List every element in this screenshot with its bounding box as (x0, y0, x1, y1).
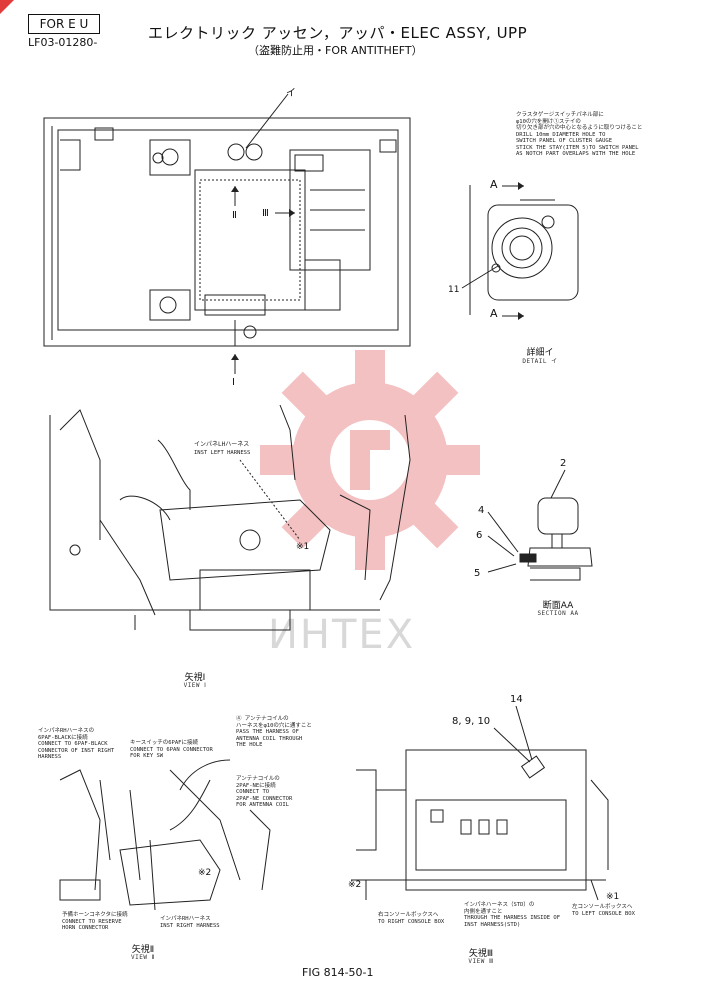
view-iii-ref-left: ※2 (348, 880, 362, 890)
view-iii-drawing (346, 740, 616, 910)
part-code: LF03-01280- (28, 36, 98, 49)
section-aa-item-4: 4 (478, 505, 485, 516)
section-aa-leaders (484, 508, 524, 578)
view-ii-note-coil: アンテナコイルの 2PAF-NEに接続 CONNECT TO 2PAF-NE C… (236, 776, 293, 808)
section-aa-caption-jp: 断面AA (542, 601, 574, 611)
section-marker-a-top: A (490, 178, 498, 191)
watermark-gear-logo (260, 350, 480, 570)
detail-i-item-leader (460, 264, 500, 290)
view-ii-caption-en: VIEW Ⅱ (130, 954, 155, 961)
view-i-harness-label-jp: インパネLHハーネス (194, 441, 250, 448)
view-iii-note-std: インパネハーネス（STD）の 内側を通すこと THROUGH THE HARNE… (464, 902, 561, 928)
view-ii-drawing (40, 730, 300, 930)
arrow-i-icon (231, 354, 239, 376)
view-i-caption-jp: 矢視Ⅰ (184, 673, 206, 683)
view-iii-ref-right: ※1 (606, 892, 620, 902)
section-aa-item-2: 2 (560, 458, 567, 469)
view-ii-note-keysw: キースイッチの6PAFに接続 CONNECT TO 6PAN CONNECTOR… (130, 740, 213, 759)
view-i-caption-en: VIEW Ⅰ (183, 682, 207, 689)
callout-i: イ (286, 88, 296, 99)
arrow-iii-label: Ⅲ (262, 208, 269, 219)
section-aa-caption-en: SECTION AA (537, 610, 579, 617)
view-i-harness-label-en: INST LEFT HARNESS (194, 450, 251, 456)
section-aa-item-2-leader (545, 468, 575, 500)
view-ii-note-reserve: 予備ホーンコネクタに接続 CONNECT TO RESERVE HORN CON… (62, 912, 128, 931)
view-iii-items-8-9-10: 8, 9, 10 (452, 716, 491, 727)
view-ii-note-ref: ※2 (198, 868, 212, 878)
view-iii-item-leaders (490, 704, 540, 764)
watermark-text: ИНТЕХ (268, 612, 416, 658)
view-i-note-ref: ※1 (296, 542, 310, 552)
figure-number: FIG 814-50-1 (302, 966, 374, 979)
section-aa-item-5: 5 (474, 568, 481, 579)
section-aa-item-6: 6 (476, 530, 483, 541)
detail-i-note: クラスタゲージスイッチパネル部に φ10の穴を開け①ステイの 切り欠き部が穴の中… (516, 112, 643, 157)
detail-i-caption-jp: 詳細イ (526, 348, 554, 358)
view-i-drawing (40, 400, 420, 635)
view-iii-caption-jp: 矢視Ⅲ (468, 949, 494, 959)
arrow-iii-icon (275, 209, 295, 217)
section-arrow-bottom-icon (502, 312, 524, 320)
view-iii-caption-en: VIEW Ⅲ (468, 958, 494, 965)
view-ii-note-6paf: インパネRHハーネスの 6PAF-BLACKに接続 CONNECT TO 6PA… (38, 728, 115, 760)
section-arrow-top-icon (502, 182, 524, 190)
detail-i-drawing (460, 180, 600, 320)
view-iii-note-right-box: 右コンソールボックスへ TO RIGHT CONSOLE BOX (378, 912, 445, 925)
view-ii-note-rh-harness: インパネRHハーネス INST RIGHT HARNESS (160, 916, 220, 929)
arrow-ii-label: Ⅱ (232, 210, 237, 221)
corner-mark-icon (0, 0, 14, 14)
detail-i-caption-en: DETAIL イ (522, 358, 558, 365)
section-aa-drawing (500, 490, 610, 590)
section-marker-a-bottom: A (490, 307, 498, 320)
arrow-i-label: Ⅰ (232, 377, 235, 388)
detail-i-item-11: 11 (448, 285, 460, 295)
callout-i-leader (240, 92, 290, 152)
view-iii-note-left-box: 左コンソールボックスへ TO LEFT CONSOLE BOX (572, 904, 635, 917)
arrow-ii-icon (231, 186, 239, 208)
page-subtitle: （盗難防止用・FOR ANTITHEFT） (248, 44, 423, 57)
top-plan-drawing (40, 110, 420, 360)
view-iii-item-14: 14 (510, 694, 523, 705)
view-ii-caption-jp: 矢視Ⅱ (131, 945, 155, 955)
page-title: エレクトリック アッセン，アッパ・ELEC ASSY, UPP (148, 24, 528, 42)
view-ii-note-antenna: ④ アンテナコイルの ハーネスをφ10の穴に通すこと PASS THE HARN… (236, 716, 312, 748)
region-box: FOR E U (28, 14, 100, 34)
